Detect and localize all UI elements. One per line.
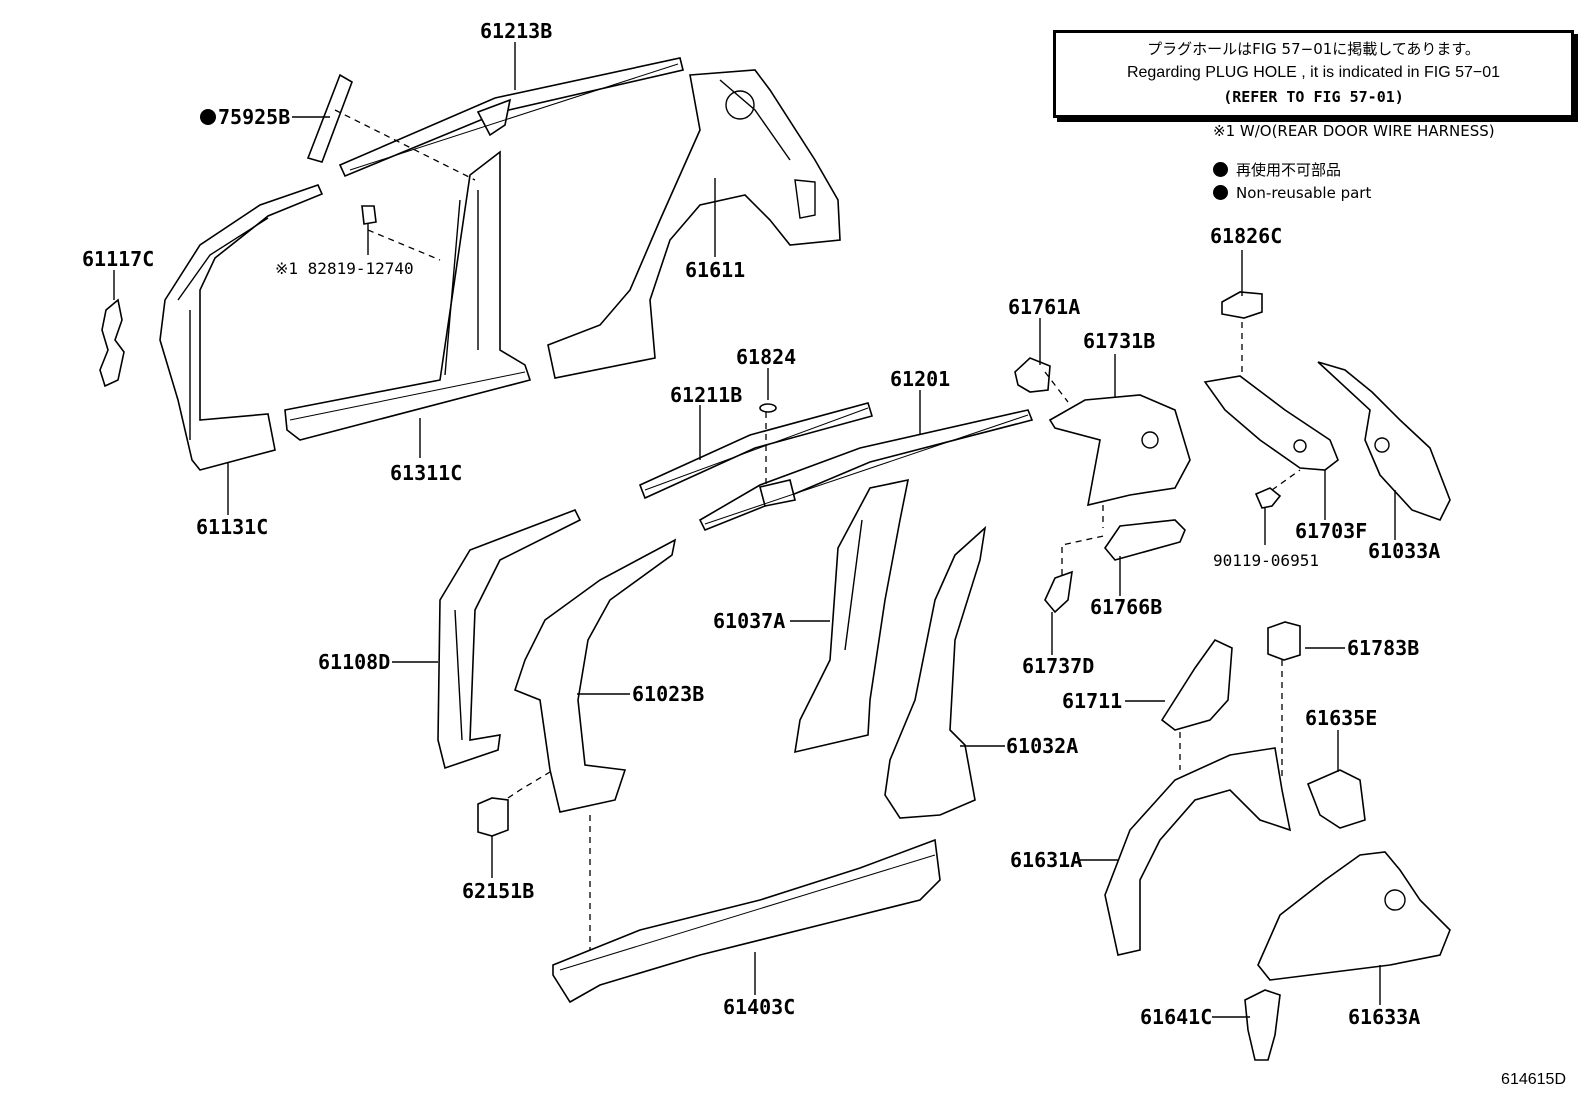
part-82819-shape: [361, 205, 377, 255]
label-61201: 61201: [890, 367, 950, 391]
label-82819-12740: ※1 82819-12740: [275, 259, 414, 278]
part-labels: 61213B 75925B 61117C ※1 82819-12740 6161…: [82, 19, 1440, 1029]
label-75925B: 75925B: [218, 105, 290, 129]
legend-nonreusable-jp-text: 再使用不可部品: [1236, 161, 1342, 179]
part-61131C-shape: [159, 184, 324, 471]
label-61611: 61611: [685, 258, 745, 282]
part-61108D-shape: [437, 508, 582, 770]
label-61737D: 61737D: [1022, 654, 1094, 678]
label-90119-06951: 90119-06951: [1213, 551, 1319, 570]
label-61731B: 61731B: [1083, 329, 1155, 353]
reference-note-box: プラグホールはFIG 57−01に掲載してあります。 Regarding PLU…: [1053, 30, 1574, 118]
assembly-lines: [334, 109, 1301, 950]
label-61211B: 61211B: [670, 383, 742, 407]
label-61108D: 61108D: [318, 650, 390, 674]
part-61033A-shape: [1317, 361, 1451, 521]
part-61037A-shape: [794, 478, 910, 754]
label-61023B: 61023B: [632, 682, 704, 706]
note-reference-text: (REFER TO FIG 57-01): [1223, 88, 1404, 106]
part-61403C-shape: [552, 838, 941, 1004]
label-61824: 61824: [736, 345, 796, 369]
part-61213B-shape: [338, 57, 684, 178]
legend-wo-note: ※1 W/O(REAR DOOR WIRE HARNESS): [1213, 122, 1495, 140]
note-japanese-text: プラグホールはFIG 57−01に掲載してあります。: [1147, 40, 1480, 58]
part-61032A-shape: [884, 525, 987, 819]
filled-circle-icon: [1213, 162, 1228, 177]
label-61117C: 61117C: [82, 247, 154, 271]
label-61711: 61711: [1062, 689, 1122, 713]
label-61037A: 61037A: [713, 609, 785, 633]
part-61211B-shape: [638, 402, 874, 500]
label-61131C: 61131C: [196, 515, 268, 539]
part-61633A-shape: [1257, 851, 1451, 981]
non-reusable-marker: [200, 109, 216, 125]
part-61737D-shape: [1044, 570, 1073, 614]
label-61635E: 61635E: [1305, 706, 1377, 730]
filled-circle-icon: [1213, 185, 1228, 200]
part-61023B-shape: [514, 538, 677, 813]
part-90119-shape: [1254, 487, 1282, 509]
label-61766B: 61766B: [1090, 595, 1162, 619]
part-75925B-shape: [306, 73, 353, 163]
label-61703F: 61703F: [1295, 519, 1367, 543]
part-61611-shape: [547, 69, 841, 379]
part-61635E-shape: [1306, 769, 1366, 829]
label-61633A: 61633A: [1348, 1005, 1420, 1029]
label-61631A: 61631A: [1010, 848, 1082, 872]
label-61403C: 61403C: [723, 995, 795, 1019]
part-61761A-shape: [1014, 357, 1051, 393]
note-english-text: Regarding PLUG HOLE , it is indicated in…: [1126, 64, 1501, 81]
label-61033A: 61033A: [1368, 539, 1440, 563]
part-61766B-shape: [1103, 519, 1186, 561]
leader-lines: [113, 42, 1396, 1018]
label-61826C: 61826C: [1210, 224, 1282, 248]
label-61783B: 61783B: [1347, 636, 1419, 660]
legend-nonreusable-jp: 再使用不可部品: [1213, 159, 1341, 180]
part-61311C-shape: [284, 150, 532, 441]
label-61032A: 61032A: [1006, 734, 1078, 758]
part-61201-shape: [698, 409, 1034, 532]
part-61631A-shape: [1104, 747, 1292, 956]
label-61311C: 61311C: [390, 461, 462, 485]
legend-nonreusable-en: Non-reusable part: [1213, 184, 1371, 202]
part-61703F-shape: [1203, 375, 1339, 471]
part-61824-shape: [759, 403, 777, 413]
part-61826C-shape: [1221, 291, 1263, 319]
part-61783B-shape: [1267, 621, 1301, 661]
diagram-code: 614615D: [1501, 1071, 1566, 1088]
label-62151B: 62151B: [462, 879, 534, 903]
legend-nonreusable-en-text: Non-reusable part: [1236, 184, 1372, 202]
label-61761A: 61761A: [1008, 295, 1080, 319]
label-61641C: 61641C: [1140, 1005, 1212, 1029]
part-61731B-shape: [1048, 394, 1191, 507]
label-61213B: 61213B: [480, 19, 552, 43]
part-61117C-shape: [99, 298, 125, 388]
part-61711-shape: [1160, 638, 1233, 731]
part-61641C-shape: [1244, 989, 1281, 1061]
part-62151B-shape: [477, 797, 509, 837]
